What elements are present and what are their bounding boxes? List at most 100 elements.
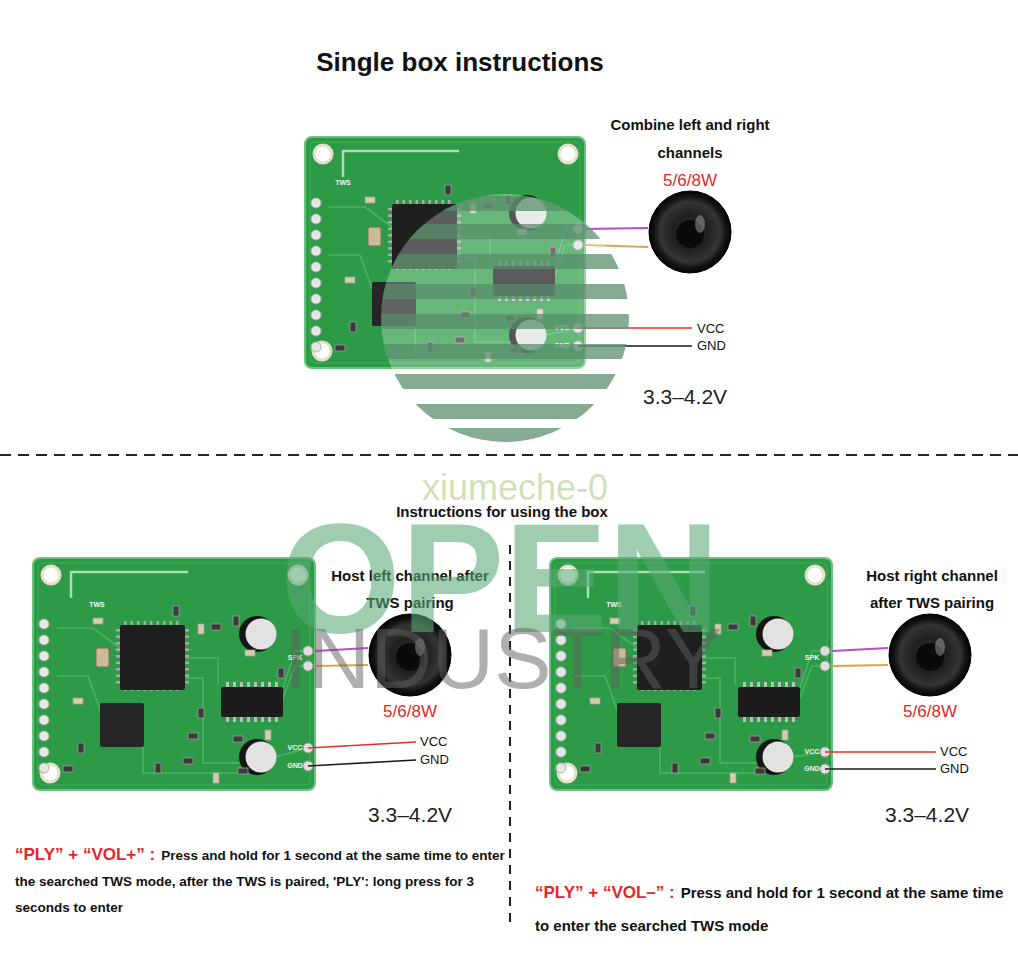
chip-pin [416,200,419,270]
watermark-stripe [380,224,630,239]
pin-pad [39,731,49,741]
page-title: Single box instructions [316,48,603,78]
solder-pad [303,761,313,771]
solder-pad [820,764,830,774]
chip-pin [170,621,173,691]
smd-component [755,768,765,774]
smd-component [198,708,204,718]
smd-component [365,197,375,203]
chip-pin [519,261,522,301]
power-wire [308,742,416,748]
pin-name: VCC [697,322,724,337]
chip-pin [526,261,529,301]
speaker-outline [648,190,732,274]
chip-pin [261,682,264,722]
chip-pin [157,621,160,691]
flash-chip [100,703,144,747]
chip-pin [388,208,461,211]
smd-component [483,203,493,209]
speaker: Host right channel after TWS pairing5/6/… [888,613,972,697]
solder-pad [573,341,583,351]
speaker-highlight [935,638,945,656]
power-wire [578,327,692,329]
smd-component [265,730,271,740]
capacitor [756,739,792,775]
pcb-board [305,137,585,368]
amplifier-chip [493,266,555,296]
chip-pin [764,682,767,722]
smd-component [238,768,248,774]
bluetooth-chip [392,204,457,269]
smd-component [705,733,715,739]
speaker-cone [660,202,720,262]
note-block: “PLY” + “VOL–” :Press and hold for 1 sec… [535,876,1015,942]
chip-pin [116,649,189,652]
smd-component [782,730,788,740]
smd-component [233,616,239,626]
amplifier-chip [738,687,800,717]
silkscreen-label: VCC [555,324,570,332]
speaker-wire [832,648,888,651]
chip-pin [240,682,243,722]
smd-component [750,616,756,626]
chip-pin [388,221,461,224]
pin-pad [311,262,321,272]
chip-pin [750,682,753,722]
chip-pin [512,261,515,301]
mounting-hole [806,566,824,584]
speaker-caption: Host right channel after TWS pairing [852,562,1012,616]
smd-component [730,773,736,783]
copper-trace [415,324,525,352]
capacitor-top [246,742,277,773]
smd-component [445,185,451,195]
chip-pin [247,682,250,722]
pin-pad [311,326,321,336]
power-wire [578,345,692,347]
silkscreen-label: GND [554,342,570,350]
smd-component [795,668,801,678]
capacitor-top [516,320,547,351]
chip-pin [124,621,127,691]
chip-pin [254,682,257,722]
smd-component [715,708,721,718]
pin-name: GND [940,762,969,777]
chip-pin [778,682,781,722]
speaker-wire [585,245,648,247]
smd-component [537,309,543,319]
crystal [96,648,109,667]
chip-pin [771,682,774,722]
smd-component [245,650,255,656]
silkscreen-label: VCC [805,748,820,756]
copper-trace [185,678,253,763]
button-combo: “PLY” + “VOL+” : [15,845,155,864]
smd-component [93,618,103,624]
voltage-range: 3.3–4.2V [368,803,452,827]
smd-component [198,624,204,634]
smd-component [470,287,476,297]
antenna-trace [71,572,188,598]
pin-pad [556,747,566,757]
pin-pad [311,214,321,224]
smd-component [470,203,476,213]
copper-trace [800,651,825,688]
chip-pin [131,621,134,691]
smd-component [173,606,179,616]
pin-pad [39,651,49,661]
smd-component [505,195,511,205]
pin-pad [39,635,49,645]
watermark-stripe [380,344,630,359]
capacitor [509,317,545,353]
watermark-stripe [380,196,630,211]
pin-pad [311,342,321,352]
chip-pin [409,200,412,270]
mounting-hole [314,145,332,163]
chip-pin [226,682,229,722]
chip-pin [422,200,425,270]
power-rating: 5/6/8W [663,171,717,191]
capacitor-top [246,619,277,650]
chip-pin [163,621,166,691]
chip-pin [388,215,461,218]
mounting-hole [558,764,576,782]
chip-pin [116,662,189,665]
chip-pin [116,629,189,632]
